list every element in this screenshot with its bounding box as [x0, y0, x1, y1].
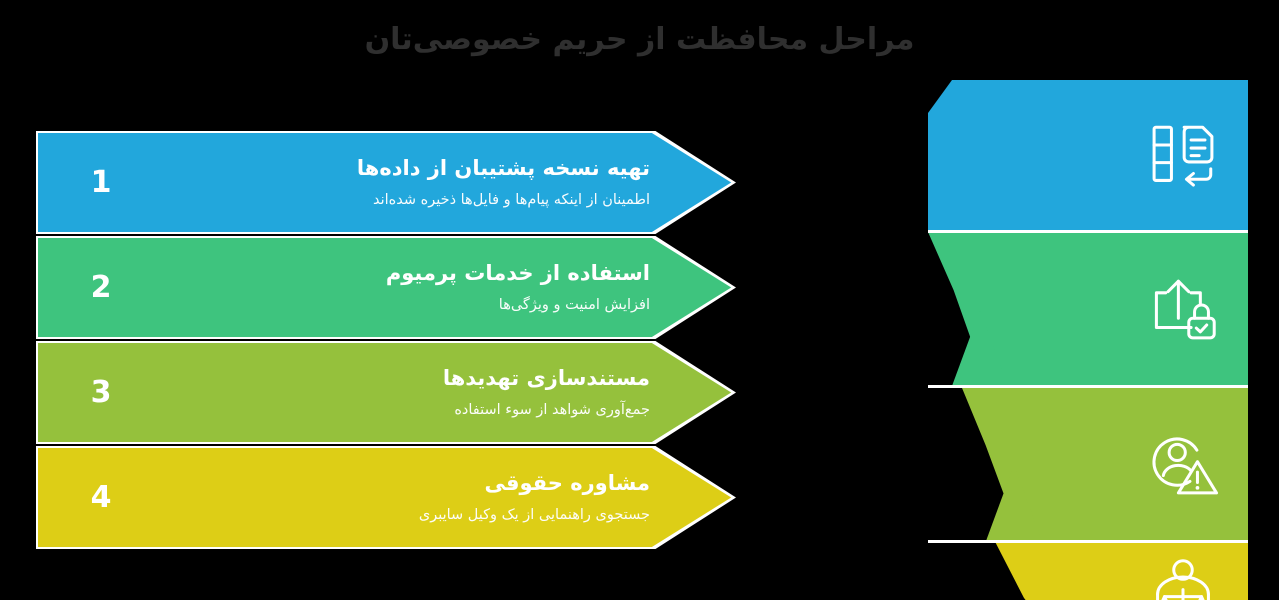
- step-3-fill: [38, 343, 732, 442]
- step-4-subtext: جستجوی راهنمایی از یک وکیل سایبری: [418, 506, 650, 523]
- step-2-subtext: افزایش امنیت و ویژگی‌ها: [498, 296, 650, 313]
- step-1-heading: تهیه نسخه پشتیبان از داده‌ها: [356, 156, 650, 181]
- steps-list: 1 تهیه نسخه پشتیبان از داده‌ها اطمینان ا…: [36, 131, 736, 549]
- step-4-fill: [38, 448, 732, 547]
- step-3-heading: مستندسازی تهدیدها: [442, 366, 650, 391]
- funnel-band-4-fill: [995, 542, 1248, 600]
- step-2-heading: استفاده از خدمات پرمیوم: [385, 261, 650, 286]
- funnel-divider-1: [928, 230, 1248, 233]
- funnel-band-3-fill: [961, 387, 1248, 540]
- step-2-number: 2: [90, 270, 112, 305]
- step-item-1[interactable]: 1 تهیه نسخه پشتیبان از داده‌ها اطمینان ا…: [36, 131, 736, 234]
- funnel-graphic: [928, 80, 1248, 600]
- step-1-subtext: اطمینان از اینکه پیام‌ها و فایل‌ها ذخیره…: [372, 191, 650, 208]
- step-4-heading: مشاوره حقوقی: [484, 471, 650, 496]
- funnel-band-1[interactable]: [928, 80, 1248, 230]
- step-3-number: 3: [90, 375, 112, 410]
- funnel-divider-3: [928, 540, 1248, 543]
- step-2-texts: استفاده از خدمات پرمیوم افزایش امنیت و و…: [130, 236, 650, 339]
- page-title: مراحل محافظت از حریم خصوصی‌تان: [364, 22, 915, 57]
- funnel-band-3[interactable]: [928, 387, 1248, 540]
- step-2-fill: [38, 238, 732, 337]
- step-1-fill: [38, 133, 732, 232]
- step-1-texts: تهیه نسخه پشتیبان از داده‌ها اطمینان از …: [130, 131, 650, 234]
- step-item-4[interactable]: 4 مشاوره حقوقی جستجوی راهنمایی از یک وکی…: [36, 446, 736, 549]
- step-4-texts: مشاوره حقوقی جستجوی راهنمایی از یک وکیل …: [130, 446, 650, 549]
- step-3-texts: مستندسازی تهدیدها جمع‌آوری شواهد از سوء …: [130, 341, 650, 444]
- step-3-subtext: جمع‌آوری شواهد از سوء استفاده: [454, 401, 650, 418]
- funnel-band-4[interactable]: [928, 542, 1248, 600]
- funnel-band-1-fill: [928, 80, 1248, 230]
- funnel-divider-2: [928, 385, 1248, 388]
- step-item-2[interactable]: 2 استفاده از خدمات پرمیوم افزایش امنیت و…: [36, 236, 736, 339]
- step-1-number: 1: [90, 165, 112, 200]
- step-4-number: 4: [90, 480, 112, 515]
- step-item-3[interactable]: 3 مستندسازی تهدیدها جمع‌آوری شواهد از سو…: [36, 341, 736, 444]
